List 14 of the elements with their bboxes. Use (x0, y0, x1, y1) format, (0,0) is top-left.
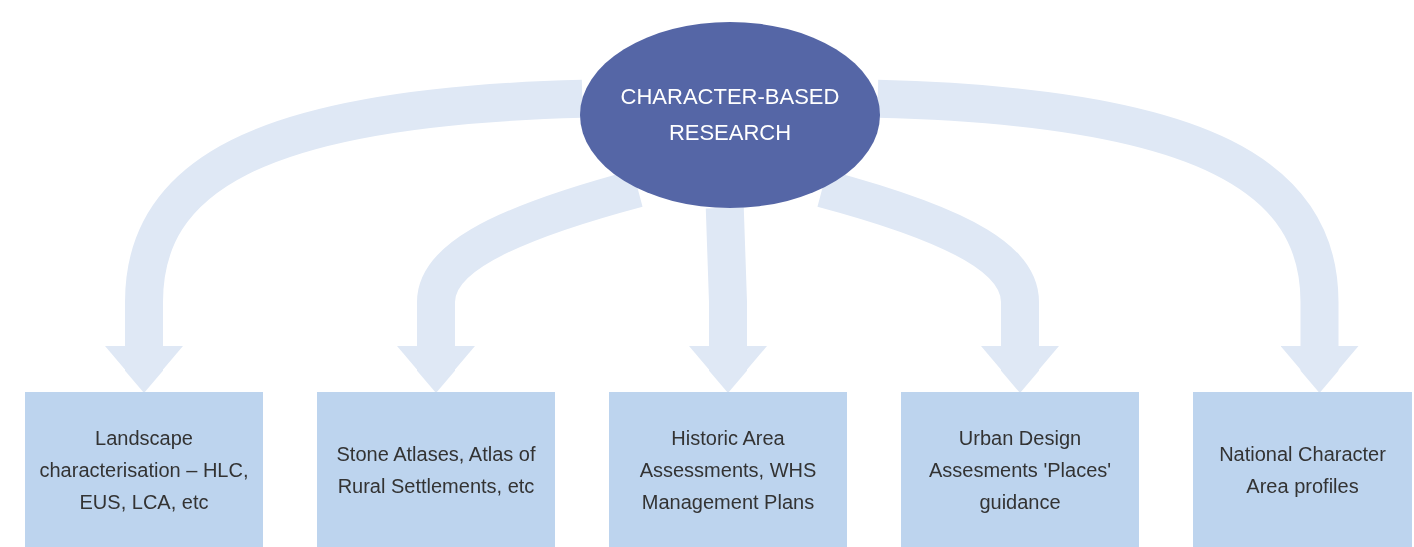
process-box (25, 392, 263, 547)
node-title: CHARACTER-BASED RESEARCH (619, 83, 841, 147)
process-box (1193, 392, 1412, 547)
process-box (609, 392, 847, 547)
process-box (901, 392, 1139, 547)
arrow (876, 79, 1359, 392)
process-box (317, 392, 555, 547)
box-label: Stone Atlases, Atlas of Rural Settlements, etc (335, 441, 537, 499)
arrow (105, 79, 584, 392)
arrow (689, 207, 767, 392)
box-label: National Character Area profiles (1218, 441, 1387, 499)
box-label: Landscape characterisation – HLC, EUS, LCA, etc (38, 425, 250, 515)
box-label: Urban Design Assesments 'Places' guidance (927, 425, 1113, 515)
box-label: Historic Area Assessments, WHS Management Plans (638, 425, 818, 515)
